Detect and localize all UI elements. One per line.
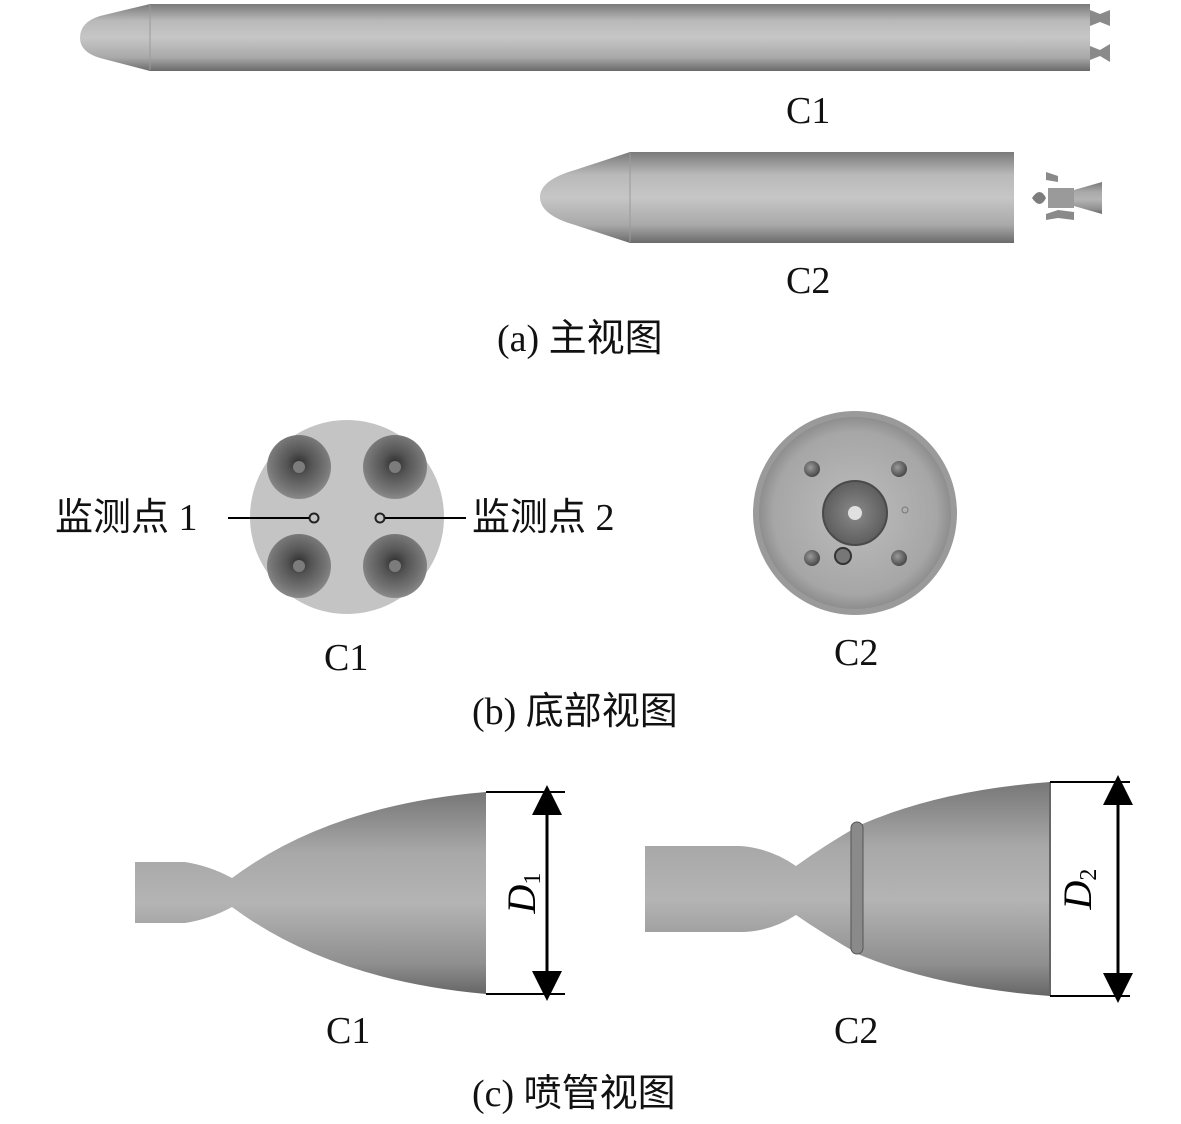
c2-bottom-view <box>753 411 957 615</box>
d1-dimension <box>486 785 565 1001</box>
d2-label: D2 <box>1055 869 1101 911</box>
caption-a: (a) 主视图 <box>497 318 663 360</box>
c2-side-label: C2 <box>786 260 831 302</box>
c1-nozzle-bottom-right <box>363 534 427 598</box>
c1-nozzle-top-right <box>363 435 427 499</box>
c1-nozzle-label: C1 <box>326 1010 371 1052</box>
d2-dimension <box>1050 775 1133 1003</box>
c1-nozzle-side-view <box>135 792 486 994</box>
c1-nozzle-top-left <box>267 435 331 499</box>
monitor-point-1-label: 监测点 1 <box>55 497 198 539</box>
caption-c: (c) 喷管视图 <box>472 1073 676 1115</box>
d1-label: D1 <box>499 873 545 915</box>
c1-bottom-view <box>228 420 466 614</box>
c2-rocket-side-view <box>540 152 1102 243</box>
c1-nozzle-bottom-left <box>267 534 331 598</box>
c2-bottom-label: C2 <box>834 632 879 674</box>
c1-bottom-label: C1 <box>324 637 369 679</box>
c1-rocket-side-view <box>80 4 1110 71</box>
c1-side-label: C1 <box>786 90 831 132</box>
c2-engine-cluster <box>1032 172 1102 220</box>
monitor-point-2-label: 监测点 2 <box>472 497 615 539</box>
monitor-point-1-marker <box>308 512 320 524</box>
c2-nozzle-side-view <box>645 782 1051 996</box>
caption-b: (b) 底部视图 <box>472 691 678 733</box>
svg-text:D2: D2 <box>1055 869 1101 911</box>
svg-text:D1: D1 <box>499 873 545 915</box>
monitor-point-2-marker <box>374 512 386 524</box>
c2-nozzle-label: C2 <box>834 1010 879 1052</box>
